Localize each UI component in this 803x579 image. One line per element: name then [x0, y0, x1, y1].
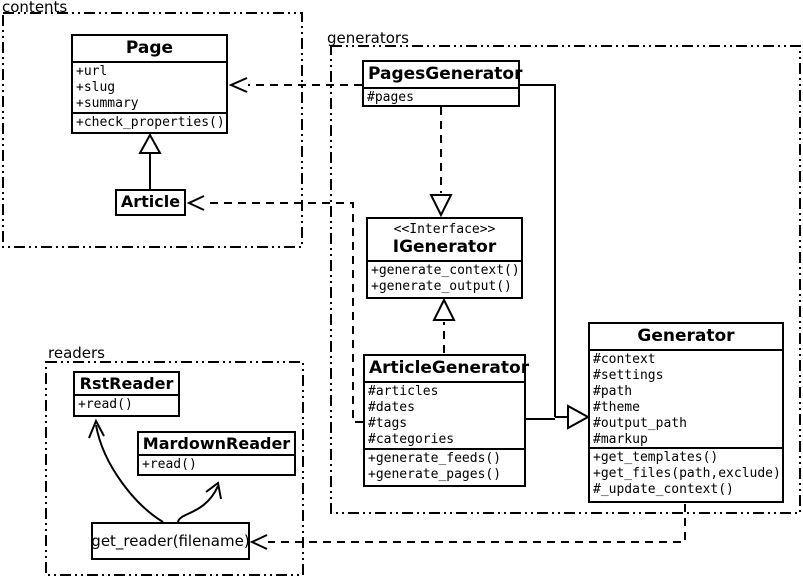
class-rstreader-title: RstReader	[79, 374, 174, 393]
class-generator-methods: +get_templates()+get_files(path,exclude)…	[590, 447, 782, 499]
class-mardownreader-title: MardownReader	[142, 434, 291, 453]
class-generator-attributes: #context#settings#path#theme#output_path…	[590, 349, 782, 447]
class-member: #pages	[367, 90, 414, 105]
arrow-generator-depends-getreader	[249, 504, 686, 550]
class-member: #categories	[368, 432, 455, 447]
class-member: #path	[593, 384, 633, 399]
node-get-reader: get_reader(filename)	[91, 522, 250, 560]
class-member: +generate_output()	[371, 279, 512, 294]
class-igenerator-methods: +generate_context()+generate_output()	[368, 260, 521, 296]
class-page-title: Page	[125, 38, 174, 58]
class-article: Article	[115, 189, 186, 216]
arrow-articlegenerator-realizes-igenerator	[432, 297, 456, 353]
class-member: +get_templates()	[593, 450, 719, 465]
class-page-attributes: +url+slug+summary	[73, 61, 226, 112]
class-pagesgenerator-attributes: #pages	[364, 87, 518, 107]
package-contents-label: contents	[2, 0, 68, 16]
class-member: #output_path	[593, 416, 687, 431]
package-contents-border	[2, 12, 303, 248]
class-member: #tags	[368, 416, 408, 431]
class-member: +get_files(path,exclude)	[593, 466, 781, 481]
class-member: +check_properties()	[76, 115, 225, 130]
arrow-generators-extend-generator	[520, 84, 591, 430]
package-generators-label: generators	[327, 29, 409, 47]
class-articlegenerator: ArticleGenerator #articles#dates#tags#ca…	[363, 354, 530, 487]
class-member: #theme	[593, 400, 640, 415]
class-mardownreader: MardownReader +read()	[137, 431, 296, 476]
class-articlegenerator-methods: +generate_feeds()+generate_pages()	[365, 448, 524, 484]
class-igenerator: <<Interface>> IGenerator +generate_conte…	[366, 217, 523, 299]
class-member: #dates	[368, 400, 415, 415]
class-member: +generate_feeds()	[368, 451, 502, 466]
class-igenerator-stereotype: <<Interface>>	[393, 222, 496, 237]
package-readers-border	[45, 361, 304, 576]
arrow-articlegenerator-depends-article	[186, 195, 363, 423]
arrow-pagesgenerator-realizes-igenerator	[429, 107, 453, 218]
class-member: #context	[593, 352, 656, 367]
class-mardownreader-methods: +read()	[139, 454, 294, 474]
class-member: #markup	[593, 432, 648, 447]
class-page: Page +url+slug+summary +check_properties…	[71, 34, 228, 134]
class-member: #_update_context()	[593, 482, 734, 497]
class-member: +read()	[78, 397, 133, 412]
node-get-reader-label: get_reader(filename)	[91, 532, 250, 550]
class-member: +url	[76, 64, 108, 79]
class-igenerator-title: IGenerator	[392, 237, 497, 257]
arrow-getreader-to-mardownreader	[177, 481, 222, 523]
class-article-title: Article	[120, 192, 181, 211]
class-member: #articles	[368, 384, 439, 399]
class-pagesgenerator-title: PagesGenerator	[368, 64, 523, 84]
class-articlegenerator-title: ArticleGenerator	[369, 358, 530, 378]
class-generator-title: Generator	[637, 326, 735, 346]
arrow-getreader-to-rstreader	[88, 418, 164, 523]
class-articlegenerator-attributes: #articles#dates#tags#categories	[365, 381, 524, 448]
class-member: #settings	[593, 368, 664, 383]
class-rstreader-methods: +read()	[75, 394, 178, 414]
class-member: +read()	[142, 457, 197, 472]
class-page-methods: +check_properties()	[73, 112, 226, 132]
class-pagesgenerator: PagesGenerator #pages	[362, 60, 523, 107]
class-rstreader: RstReader +read()	[73, 371, 180, 417]
class-member: +generate_context()	[371, 263, 520, 278]
package-generators-border	[330, 45, 801, 514]
arrow-pagesgenerator-depends-page	[228, 77, 362, 93]
class-member: +slug	[76, 80, 116, 95]
arrow-article-extends-page	[138, 132, 162, 189]
class-generator: Generator #context#settings#path#theme#o…	[588, 322, 784, 503]
class-member: +summary	[76, 96, 139, 111]
package-readers-label: readers	[48, 344, 105, 362]
class-member: +generate_pages()	[368, 467, 502, 482]
